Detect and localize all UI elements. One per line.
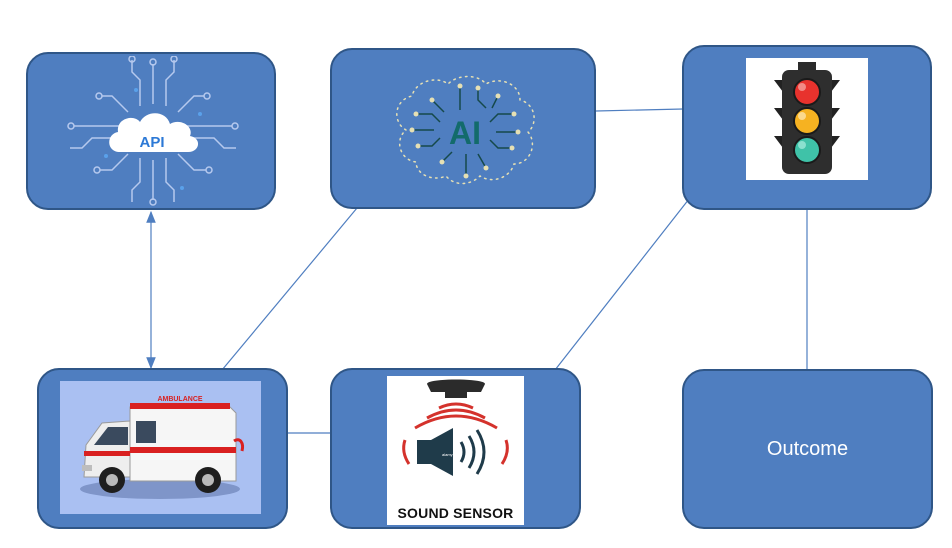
sound-sensor-image: alamy SOUND SENSOR — [387, 376, 524, 525]
sound-sensor-caption: SOUND SENSOR — [397, 505, 514, 521]
api-cloud-circuit-icon: API — [67, 56, 239, 206]
api-node[interactable]: API — [26, 52, 276, 210]
traffic-light-node[interactable] — [682, 45, 932, 210]
ambulance-text: AMBULANCE — [157, 396, 202, 403]
traffic-light-icon — [774, 62, 840, 174]
ambulance-image: AMBULANCE — [60, 381, 261, 514]
edge-sound-sensor-traffic-light — [554, 198, 690, 371]
svg-text:alamy: alamy — [442, 452, 453, 457]
edge-ai-ambulance — [221, 207, 358, 371]
ambulance-node[interactable]: AMBULANCE — [37, 368, 288, 529]
outcome-label: Outcome — [766, 437, 849, 460]
ai-brain-circuit-icon: AI — [396, 75, 535, 185]
sound-sensor-node[interactable]: alamy SOUND SENSOR — [330, 368, 581, 529]
sound-sensor-icon: alamy — [402, 379, 509, 476]
api-text: API — [139, 134, 164, 151]
ai-node[interactable]: AI — [330, 48, 596, 209]
ai-text: AI — [449, 115, 481, 151]
outcome-node[interactable]: Outcome — [682, 369, 933, 529]
edge-ai-traffic-light — [595, 108, 684, 112]
ambulance-icon: AMBULANCE — [80, 396, 244, 499]
traffic-light-image — [746, 58, 868, 180]
